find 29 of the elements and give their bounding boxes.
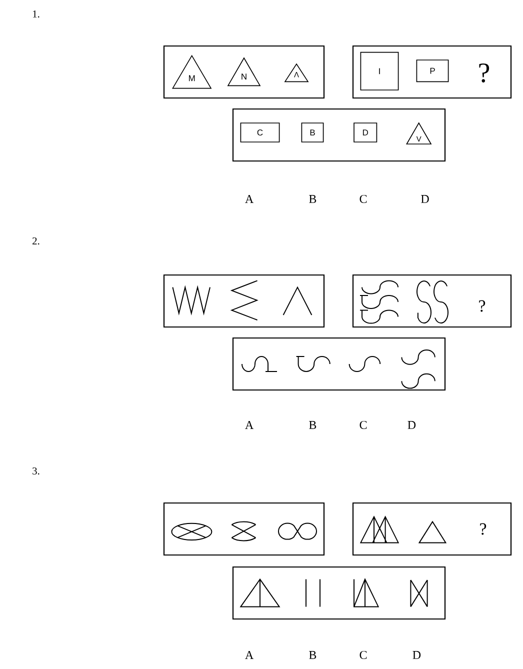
- option-letter: B: [309, 421, 316, 429]
- figure-panel: [232, 337, 446, 391]
- question-number: 1.: [33, 10, 40, 18]
- question-mark: ?: [479, 300, 486, 312]
- option-letter: B: [309, 651, 316, 659]
- option-letter: C: [360, 420, 367, 430]
- letter-square: I: [360, 52, 399, 90]
- figure-panel: [163, 45, 325, 99]
- question-mark: ?: [480, 523, 486, 535]
- figure-panel: [232, 108, 446, 162]
- letter-square: B: [301, 122, 324, 142]
- option-letter: A: [245, 421, 254, 429]
- option-letter: C: [360, 194, 367, 204]
- figure-panel: [232, 566, 446, 620]
- figure-panel: [163, 502, 325, 556]
- option-letter: D: [408, 421, 416, 429]
- option-letter: A: [245, 195, 254, 203]
- figure-panel: [163, 274, 325, 328]
- letter-square: P: [416, 60, 449, 82]
- option-letter: A: [245, 651, 254, 659]
- question-number: 2.: [32, 237, 40, 245]
- option-letter: D: [412, 651, 421, 659]
- option-letter: D: [421, 195, 429, 203]
- question-number: 3.: [32, 467, 40, 475]
- letter-square: D: [354, 122, 378, 142]
- option-letter: B: [309, 195, 316, 203]
- question-mark: ?: [479, 64, 490, 82]
- option-letter: C: [360, 650, 367, 660]
- letter-rectangle: C: [240, 122, 280, 142]
